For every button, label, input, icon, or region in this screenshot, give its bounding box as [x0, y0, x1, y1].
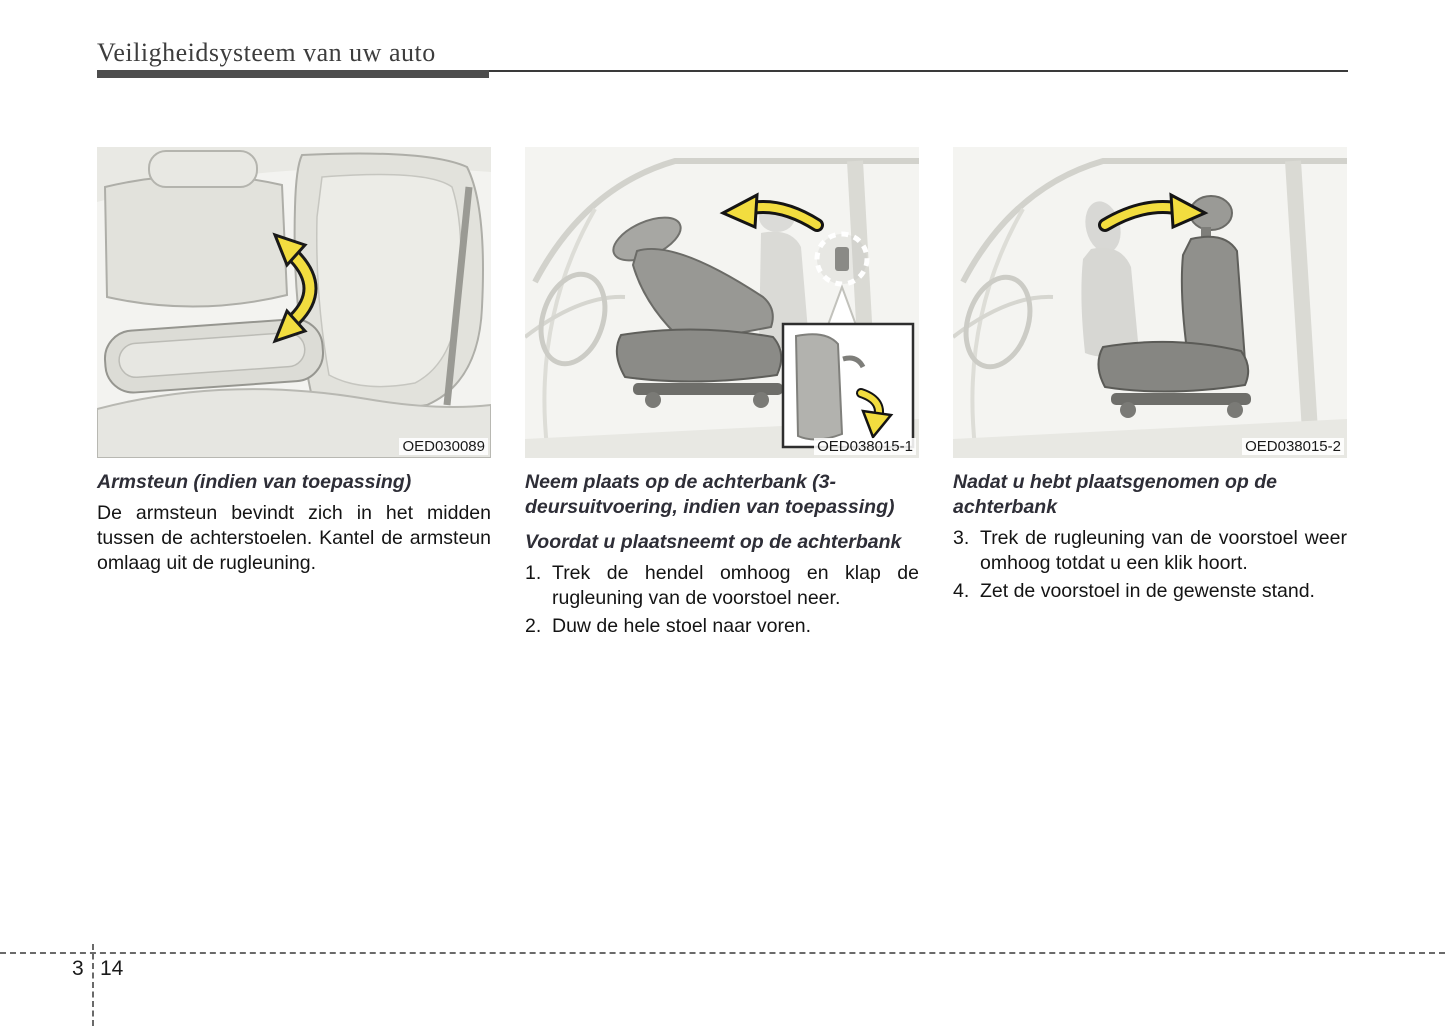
list-item-number: 3.: [953, 527, 970, 549]
header-rule-line: [97, 70, 1348, 72]
page-number: 14: [100, 957, 124, 980]
figure-code: OED030089: [399, 438, 488, 455]
chapter-number: 3: [72, 957, 84, 980]
list-item: 3. Trek de rugleuning van de voorstoel w…: [953, 526, 1347, 576]
section-heading-rear-entry: Neem plaats op de achterbank (3-deursuit…: [525, 471, 895, 518]
list-item: 4. Zet de voorstoel in de gewenste stand…: [953, 579, 1347, 604]
armrest-figure: OED030089: [97, 147, 491, 458]
seat-fold-forward-illustration: [525, 147, 919, 458]
column-armrest: OED030089 Armsteun (indien van toepassin…: [97, 147, 491, 576]
seat-upright-illustration: [953, 147, 1347, 458]
list-item-text: Zet de voorstoel in de gewenste stand.: [980, 580, 1315, 602]
list-item: 1. Trek de hendel omhoog en klap de rugl…: [525, 561, 919, 611]
fold-forward-arrow: [719, 192, 824, 232]
seat-restore-figure: OED038015-2: [953, 147, 1347, 458]
fold-back-arrow: [1098, 192, 1209, 232]
footer-rule: [0, 952, 1445, 954]
seat-fold-figure: OED038015-1: [525, 147, 919, 458]
armrest-shape: [103, 318, 325, 394]
subsection-heading-before: Voordat u plaatsneemt op de achterbank: [525, 531, 902, 553]
list-item: 2. Duw de hele stoel naar voren.: [525, 614, 919, 639]
numbered-list: 3. Trek de rugleuning van de voorstoel w…: [953, 526, 1347, 604]
section-heading-armrest: Armsteun (indien van toepassing): [97, 471, 412, 493]
list-item-number: 2.: [525, 615, 542, 637]
chapter-title: Veiligheidsysteem van uw auto: [97, 38, 436, 67]
list-item-number: 4.: [953, 580, 970, 602]
lever-detail-inset: [781, 322, 915, 449]
column-rear-entry-before: OED038015-1 Neem plaats op de achterbank…: [525, 147, 919, 639]
header-rule-bar: [97, 70, 489, 78]
numbered-list: 1. Trek de hendel omhoog en klap de rugl…: [525, 561, 919, 639]
footer-divider: [92, 944, 94, 1026]
figure-code: OED038015-1: [814, 438, 916, 455]
rear-seat-armrest-illustration: [97, 147, 491, 458]
fold-arrow: [272, 232, 318, 344]
list-item-text: Duw de hele stoel naar voren.: [552, 615, 812, 637]
folded-seat: [612, 216, 783, 408]
figure-code: OED038015-2: [1242, 438, 1344, 455]
list-item-number: 1.: [525, 562, 542, 584]
list-item-text: Trek de hendel omhoog en klap de rugleun…: [552, 562, 919, 609]
section-heading-after: Nadat u hebt plaatsgenomen op de achterb…: [953, 471, 1277, 518]
list-item-text: Trek de rugleuning van de voorstoel weer…: [980, 527, 1347, 574]
column-rear-entry-after: OED038015-2 Nadat u hebt plaatsgenomen o…: [953, 147, 1347, 604]
armrest-body-text: De armsteun bevindt zich in het midden t…: [97, 502, 491, 574]
